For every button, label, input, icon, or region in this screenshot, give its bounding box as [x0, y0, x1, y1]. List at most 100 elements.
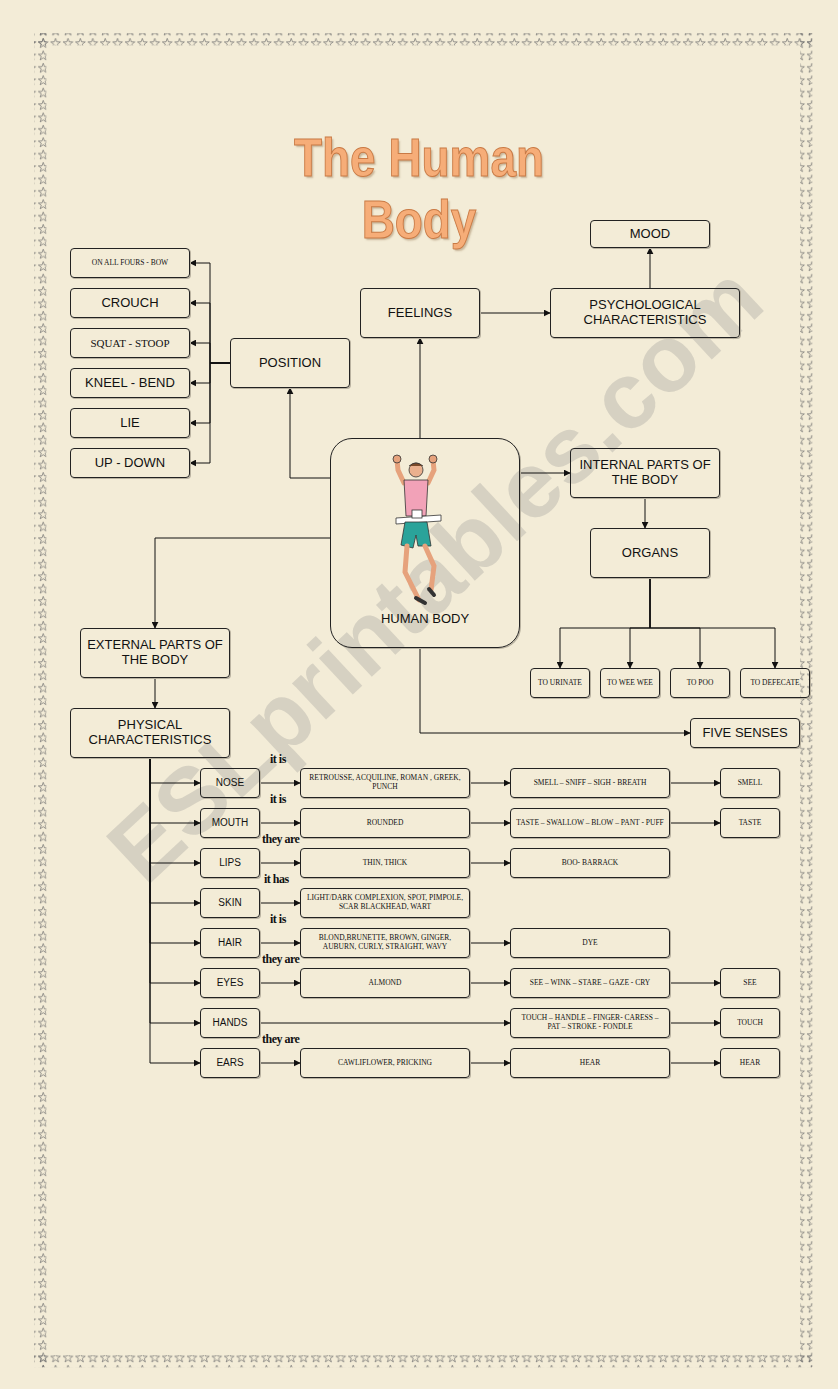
node-text: POSITION [259, 356, 321, 371]
detail-box: TASTE – SWALLOW – BLOW – PANT - PUFF [510, 808, 670, 838]
arrow-connector [470, 823, 510, 824]
node-text: ORGANS [622, 546, 678, 561]
pronoun-label: it is [270, 752, 286, 767]
process-box: MOOD [590, 220, 710, 248]
detail-box: ROUNDED [300, 808, 470, 838]
arrow-connector [155, 538, 330, 628]
pronoun-label: they are [262, 832, 299, 847]
node-text: SQUAT - STOOP [90, 337, 169, 350]
arrow-connector [470, 863, 510, 864]
node-text: PSYCHOLOGICAL CHARACTERISTICS [556, 298, 734, 328]
pronoun-label: it is [270, 792, 286, 807]
central-node: HUMAN BODY [330, 438, 520, 648]
arrow-connector [260, 823, 300, 824]
process-box: EXTERNAL PARTS OF THE BODY [80, 628, 230, 678]
process-box: KNEEL - BEND [70, 368, 190, 398]
star-row [34, 33, 812, 45]
node-text: FIVE SENSES [702, 726, 787, 741]
arrow-connector [190, 343, 230, 363]
node-text: ALMOND [369, 979, 402, 988]
node-text: NOSE [216, 777, 244, 789]
arrow-connector [150, 758, 200, 783]
node-text: TO POO [687, 679, 714, 688]
arrow-connector [630, 578, 650, 668]
arrow-connector [150, 758, 200, 1063]
arrow-connector [470, 783, 510, 784]
arrow-connector [670, 783, 720, 784]
node-text: BLOND,BRUNETTE, BROWN, GINGER, AUBURN, C… [306, 934, 464, 951]
detail-box: SEE [720, 968, 780, 998]
node-text: SEE [743, 979, 756, 988]
body-part-box: NOSE [200, 768, 260, 798]
arrow-connector [670, 1023, 720, 1024]
detail-box: TASTE [720, 808, 780, 838]
arrow-connector [420, 648, 690, 733]
detail-box: CAWLIFLOWER, PRICKING [300, 1048, 470, 1078]
arrow-connector [290, 388, 330, 478]
node-text: RETROUSSE, ACQUILINE, ROMAN , GREEK, PUN… [306, 774, 464, 791]
detail-box: SMELL [720, 768, 780, 798]
process-box: LIE [70, 408, 190, 438]
node-text: EXTERNAL PARTS OF THE BODY [86, 638, 224, 668]
detail-box: TO URINATE [530, 668, 590, 698]
detail-box: TOUCH – HANDLE – FINGER- CARESS – PAT – … [510, 1008, 670, 1038]
pronoun-label: they are [262, 952, 299, 967]
star-column [34, 33, 46, 1367]
node-text: PHYSICAL CHARACTERISTICS [76, 718, 224, 748]
pronoun-label: it is [270, 912, 286, 927]
node-text: FEELINGS [388, 306, 452, 321]
body-part-box: SKIN [200, 888, 260, 918]
detail-box: LIGHT/DARK COMPLEXION, SPOT, PIMPOLE, SC… [300, 888, 470, 918]
arrow-connector [190, 263, 230, 363]
pronoun-text: it has [264, 872, 289, 886]
process-box: PSYCHOLOGICAL CHARACTERISTICS [550, 288, 740, 338]
node-text: HEAR [580, 1059, 600, 1068]
pronoun-label: it has [264, 872, 289, 887]
arrow-connector [520, 473, 570, 474]
detail-box: ALMOND [300, 968, 470, 998]
arrow-connector [260, 1063, 300, 1064]
arrow-connector [260, 1023, 510, 1024]
node-text: UP - DOWN [95, 456, 166, 471]
star-row [34, 1355, 812, 1367]
detail-box: SMELL – SNIFF – SIGH - BREATH [510, 768, 670, 798]
body-part-box: EARS [200, 1048, 260, 1078]
node-text: TASTE [739, 819, 762, 828]
node-text: MOUTH [212, 817, 249, 829]
arrow-connector [470, 1063, 510, 1064]
node-text: TOUCH [737, 1019, 763, 1028]
node-text: CAWLIFLOWER, PRICKING [338, 1059, 432, 1068]
detail-box: DYE [510, 928, 670, 958]
process-box: ORGANS [590, 528, 710, 578]
arrow-connector [480, 313, 550, 314]
star-column [800, 33, 812, 1367]
pronoun-text: they are [262, 952, 299, 966]
arrow-connector [260, 983, 300, 984]
process-box: POSITION [230, 338, 350, 388]
node-text: DYE [582, 939, 597, 948]
detail-box: RETROUSSE, ACQUILINE, ROMAN , GREEK, PUN… [300, 768, 470, 798]
node-text: HUMAN BODY [381, 612, 469, 627]
arrow-connector [190, 303, 230, 363]
arrow-connector [260, 903, 300, 904]
arrow-connector [150, 758, 200, 943]
arrow-connector [560, 578, 650, 668]
node-text: SEE – WINK – STARE – GAZE - CRY [530, 979, 651, 988]
arrow-connector [650, 578, 700, 668]
pronoun-text: it is [270, 752, 286, 766]
node-text: TO DEFECATE [750, 679, 799, 688]
detail-box: TO WEE WEE [600, 668, 660, 698]
node-text: KNEEL - BEND [85, 376, 175, 391]
body-part-box: HANDS [200, 1008, 260, 1038]
node-text: BOO- BARRACK [562, 859, 618, 868]
arrow-connector [650, 248, 651, 288]
arrow-connector [150, 758, 200, 863]
node-text: INTERNAL PARTS OF THE BODY [576, 458, 714, 488]
arrow-connector [150, 758, 200, 983]
arrow-connector [470, 983, 510, 984]
detail-box: BOO- BARRACK [510, 848, 670, 878]
node-text: MOOD [630, 227, 670, 242]
node-text: LIPS [219, 857, 241, 869]
title: The Human Body [232, 126, 606, 250]
node-text: CROUCH [101, 296, 158, 311]
